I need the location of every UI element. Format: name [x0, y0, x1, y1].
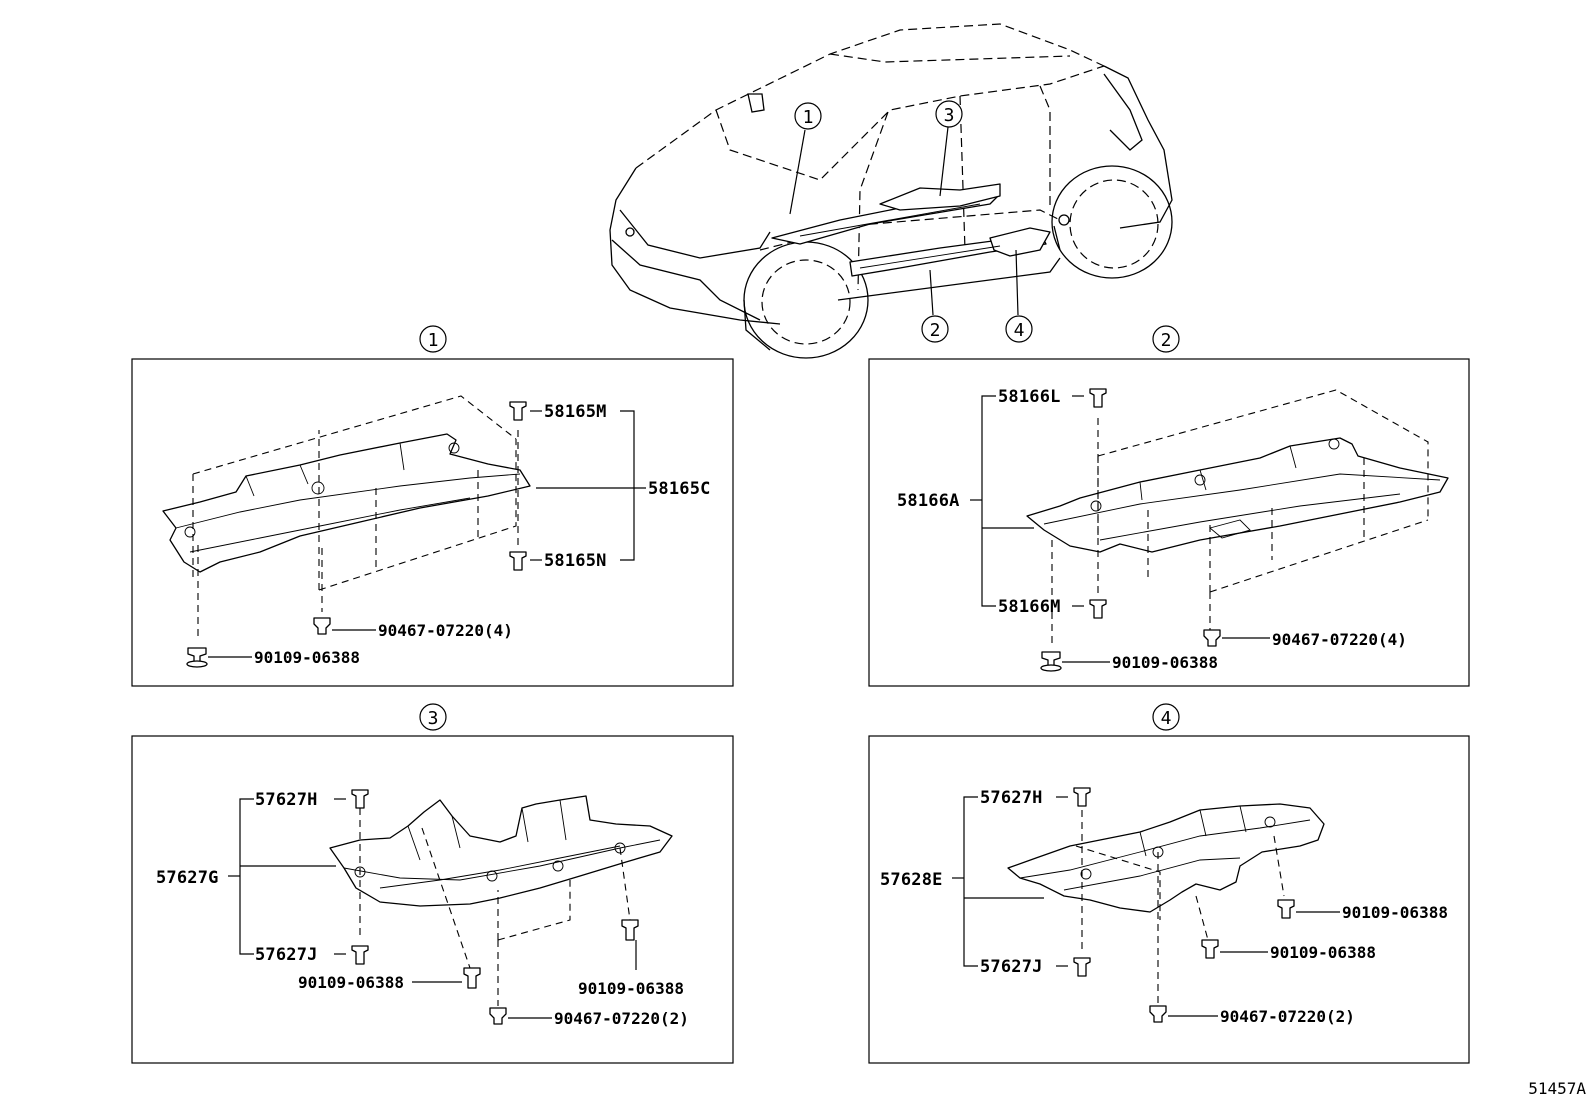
car-callout-3: 3	[944, 105, 955, 126]
panel-4-frame	[868, 735, 1470, 1064]
label-57628E: 57628E	[880, 870, 943, 890]
label-90109-06388-middle: 90109-06388	[1270, 943, 1376, 962]
figure-id: 51457A	[1528, 1079, 1586, 1098]
panel-1-callout: 1	[428, 330, 439, 351]
panel-2-frame	[868, 358, 1470, 687]
panel-3: 3 57627H 57627J 57627G 90109-06388	[131, 703, 734, 1064]
label-58166A: 58166A	[897, 491, 960, 511]
car-callout-4: 4	[1014, 320, 1025, 341]
label-57627H: 57627H	[255, 790, 318, 810]
panel-1: 1 58165M 58165N 58165C 90467-07220(4)	[131, 325, 734, 687]
label-58165N: 58165N	[544, 551, 607, 571]
panel-3-frame	[131, 735, 734, 1064]
label-58166M: 58166M	[998, 597, 1061, 617]
label-58165M: 58165M	[544, 402, 607, 422]
label-90467-07220-2: 90467-07220(2)	[1220, 1007, 1355, 1026]
rear-floor-cover	[1007, 803, 1325, 913]
panel-4-callout: 4	[1161, 708, 1172, 729]
panel-1-frame	[131, 358, 734, 687]
label-90109-06388-upper: 90109-06388	[1342, 903, 1448, 922]
label-58165C: 58165C	[648, 479, 711, 499]
label-90467-07220-4: 90467-07220(4)	[378, 621, 513, 640]
label-58166L: 58166L	[998, 387, 1061, 407]
car-callout-2: 2	[930, 320, 941, 341]
car-callout-1: 1	[803, 107, 814, 128]
panel-4: 4 57627H 57627J 57628E 90109-06388	[868, 703, 1470, 1064]
label-57627J: 57627J	[255, 945, 318, 965]
label-90109-06388: 90109-06388	[1112, 653, 1218, 672]
label-90109-06388: 90109-06388	[254, 648, 360, 667]
label-57627G: 57627G	[156, 868, 219, 888]
engine-under-cover-front	[162, 433, 531, 573]
label-90467-07220-2: 90467-07220(2)	[554, 1009, 689, 1028]
panel-2: 2 58166L 58166M 58166A 90467-07220(4)	[868, 325, 1470, 687]
panel-3-callout: 3	[428, 708, 439, 729]
panel-2-callout: 2	[1161, 330, 1172, 351]
label-90109-06388-left: 90109-06388	[298, 973, 404, 992]
vehicle-overview: 1 3 2 4	[609, 23, 1173, 359]
floor-under-cover-rh	[1026, 437, 1449, 553]
label-90109-06388-right: 90109-06388	[578, 979, 684, 998]
label-90467-07220-4: 90467-07220(4)	[1272, 630, 1407, 649]
label-57627J: 57627J	[980, 957, 1043, 977]
label-57627H: 57627H	[980, 788, 1043, 808]
